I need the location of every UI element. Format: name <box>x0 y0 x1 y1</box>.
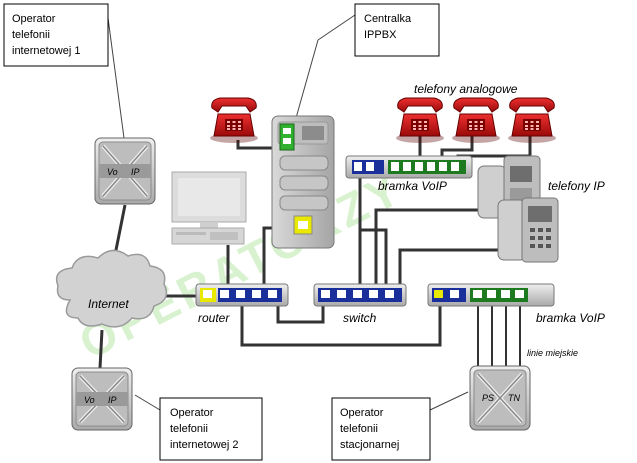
bramka-voip-top-icon <box>345 155 473 179</box>
analog-phone-pbx-icon <box>209 97 259 144</box>
box-operator-ip1: Operator telefonii internetowej 1 <box>3 3 109 67</box>
router-icon <box>195 283 289 307</box>
pstn-ps: PS <box>482 393 494 403</box>
voip-operator-2-icon: Vo IP <box>71 367 133 431</box>
switch-icon <box>313 283 407 307</box>
box-operator-stacjonarny-line3: stacjonarnej <box>340 439 399 451</box>
box-operator-ip2-line3: internetowej 2 <box>170 439 239 451</box>
telefony-ip-label: telefony IP <box>548 179 605 193</box>
internet-label: Internet <box>88 297 129 311</box>
box-centralka-line2: IPPBX <box>364 29 397 41</box>
router-label: router <box>198 311 230 325</box>
telefony-analogowe-label: telefony analogowe <box>414 82 518 96</box>
analog-phone-1-icon <box>395 97 445 144</box>
voip-operator-1-ip: IP <box>131 167 140 177</box>
pstn-switch-icon: PS TN <box>469 365 531 431</box>
analog-phone-3-icon <box>507 97 557 144</box>
internet-cloud-icon: Internet <box>55 249 168 328</box>
box-operator-ip1-line3: internetowej 1 <box>12 45 81 57</box>
box-centralka-line1: Centralka <box>364 13 412 25</box>
ippbx-server-icon <box>271 115 335 249</box>
box-operator-ip2-line2: telefonii <box>170 423 208 435</box>
computer-icon <box>171 171 247 245</box>
box-operator-ip2: Operator telefonii internetowej 2 <box>159 397 263 461</box>
box-operator-stacjonarny-line1: Operator <box>340 407 384 419</box>
box-operator-ip2-line1: Operator <box>170 407 214 419</box>
box-operator-stacjonarny: Operator telefonii stacjonarnej <box>331 397 431 461</box>
box-centralka: Centralka IPPBX <box>354 3 440 57</box>
box-operator-stacjonarny-line2: telefonii <box>340 423 378 435</box>
voip-operator-2-vo: Vo <box>84 395 95 405</box>
linie-miejskie-label: linie miejskie <box>527 348 578 358</box>
bramka-voip-bottom-label: bramka VoIP <box>536 311 605 325</box>
analog-phone-2-icon <box>451 97 501 144</box>
voip-operator-2-ip: IP <box>108 395 117 405</box>
box-operator-ip1-line1: Operator <box>12 13 56 25</box>
bramka-voip-bottom-icon <box>427 283 555 307</box>
voip-operator-1-icon: Vo IP <box>94 137 156 205</box>
box-operator-ip1-line2: telefonii <box>12 29 50 41</box>
bramka-voip-top-label: bramka VoIP <box>378 179 447 193</box>
ip-phone-2-icon <box>497 197 559 263</box>
voip-operator-1-vo: Vo <box>107 167 118 177</box>
pstn-tn: TN <box>508 393 520 403</box>
switch-label: switch <box>343 311 377 325</box>
